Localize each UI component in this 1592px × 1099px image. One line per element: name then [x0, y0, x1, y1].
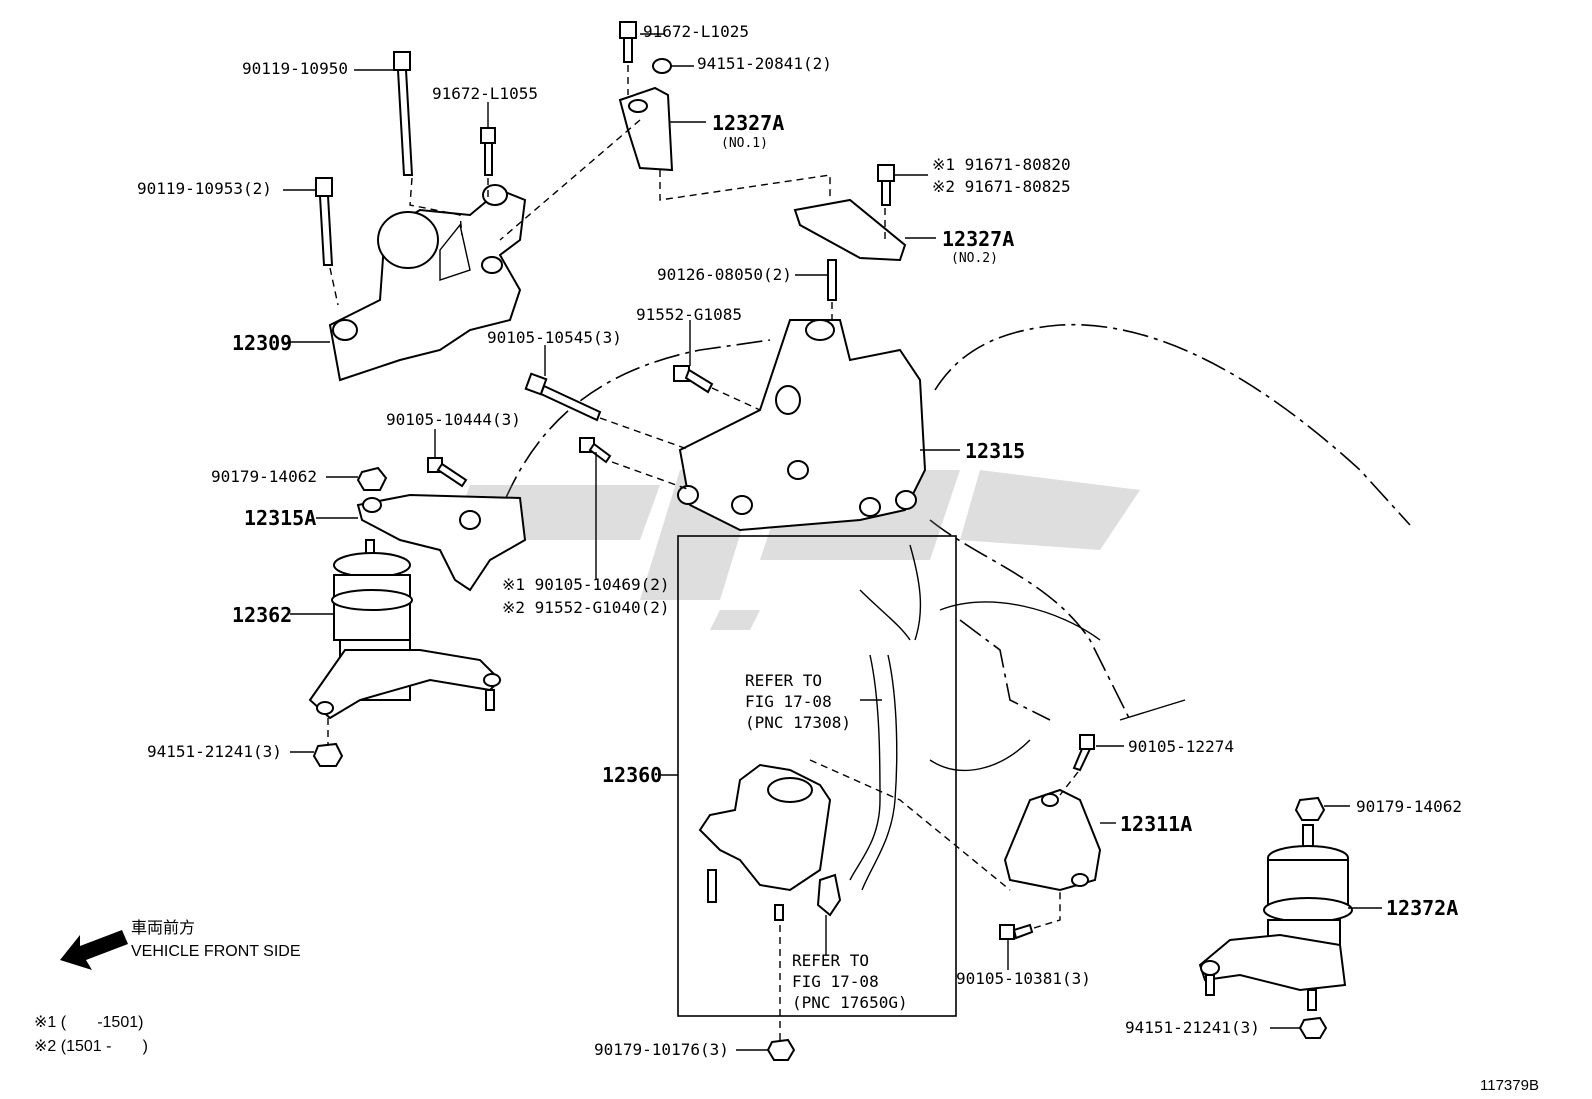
label-90105-10545: 90105-10545(3) [487, 328, 622, 347]
label-90179-14062-a: 90179-14062 [211, 467, 317, 486]
label-12327A-no2: 12327A [942, 227, 1015, 251]
bolt-90105-12274 [1072, 734, 1095, 772]
note-2: ※2 (1501 - ) [34, 1038, 148, 1055]
nut-94151-21241-b [1298, 1016, 1328, 1039]
label-91672-L1025: 91672-L1025 [643, 22, 749, 41]
direction-label-en: VEHICLE FRONT SIDE [131, 943, 301, 960]
refer-note-17308: REFER TO FIG 17-08 (PNC 17308) [745, 671, 851, 732]
bolt-90119-10953 [315, 177, 334, 266]
part-12327A-no1-bracket [618, 21, 674, 172]
part-12360-assembly [698, 544, 922, 921]
bolt-91552-G1085 [673, 365, 714, 394]
nut-90179-14062-a [356, 466, 388, 491]
direction-label-jp: 車両前方 [131, 920, 196, 937]
label-90179-14062-b: 90179-14062 [1356, 797, 1462, 816]
label-12315: 12315 [965, 439, 1026, 463]
part-12327A-no2-bracket [793, 164, 907, 301]
assembly-box-12360 [677, 535, 957, 1017]
label-12372A: 12372A [1386, 896, 1459, 920]
arrow-left-down-icon [60, 930, 128, 970]
label-90179-10176: 90179-10176(3) [594, 1040, 729, 1059]
label-90119-10953: 90119-10953(2) [137, 179, 272, 198]
label-91672-L1055: 91672-L1055 [432, 84, 538, 103]
part-12309-mount [328, 184, 527, 382]
label-90105-10469: ※1 90105-10469(2) [502, 575, 670, 594]
label-94151-20841: 94151-20841(2) [697, 54, 832, 73]
refer-note-17650G: REFER TO FIG 17-08 (PNC 17650G) [792, 951, 908, 1012]
label-90105-10444: 90105-10444(3) [386, 410, 521, 429]
bolt-90105-10469 [579, 437, 612, 464]
label-12360: 12360 [602, 763, 663, 787]
label-12327A-no1: 12327A [712, 111, 785, 135]
label-90105-10381: 90105-10381(3) [956, 969, 1091, 988]
part-12372A-mount [1198, 796, 1353, 1011]
label-94151-21241-a: 94151-21241(3) [147, 742, 282, 761]
label-12315A: 12315A [244, 506, 317, 530]
label-91671-80825: ※2 91671-80825 [932, 177, 1071, 196]
bolt-90105-10444 [427, 457, 468, 488]
part-12315-bracket [677, 319, 927, 532]
label-90105-12274: 90105-12274 [1128, 737, 1234, 756]
note-1: ※1 ( -1501) [34, 1014, 144, 1031]
label-90119-10950: 90119-10950 [242, 59, 348, 78]
nut-90179-10176 [766, 1038, 796, 1061]
part-12315A-bracket [356, 493, 527, 592]
label-91552-G1040: ※2 91552-G1040(2) [502, 598, 670, 617]
label-91552-G1085: 91552-G1085 [636, 305, 742, 324]
label-94151-21241-b: 94151-21241(3) [1125, 1018, 1260, 1037]
bolt-90119-10950 [393, 51, 414, 176]
bolt-90105-10545 [524, 372, 602, 422]
bolt-90105-10381 [999, 923, 1034, 940]
part-12362-mount [308, 539, 502, 720]
label-91671-80820: ※1 91671-80820 [932, 155, 1071, 174]
nut-94151-21241-a [312, 742, 344, 767]
leader-lines [283, 33, 1382, 1051]
label-12362: 12362 [232, 603, 293, 627]
label-12309: 12309 [232, 331, 293, 355]
bolt-91672-L1055 [480, 127, 496, 176]
label-12311A: 12311A [1120, 812, 1193, 836]
engine-outline [504, 323, 1411, 772]
label-90126-08050: 90126-08050(2) [657, 265, 792, 284]
diagram-id: 117379B [1480, 1077, 1539, 1094]
label-12327A-no2-sub: (NO.2) [951, 251, 998, 266]
part-12311A-bracket [1003, 788, 1102, 892]
label-12327A-no1-sub: (NO.1) [721, 136, 768, 151]
